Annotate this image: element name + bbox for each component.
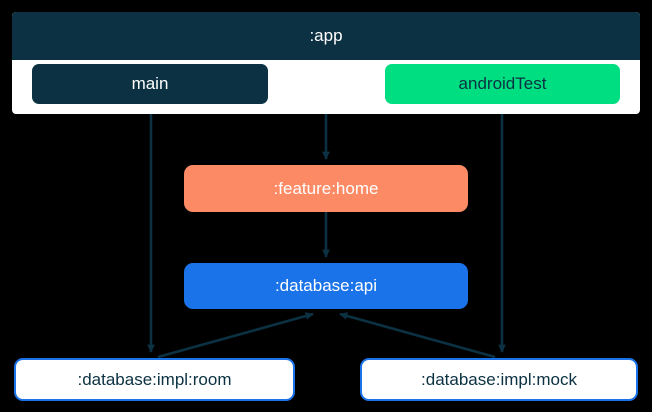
node-main[interactable]: main: [32, 64, 268, 104]
node-database-api-label: :database:api: [274, 276, 378, 295]
node-database-impl-mock-label: :database:impl:mock: [421, 369, 577, 389]
node-androidtest[interactable]: androidTest: [385, 64, 620, 104]
edge-database-impl-mock-to-database-api: [339, 312, 496, 359]
node-main-label: main: [131, 74, 169, 93]
node-database-api[interactable]: :database:api: [184, 263, 468, 309]
node-androidtest-label: androidTest: [458, 74, 547, 93]
node-feature-home[interactable]: :feature:home: [184, 165, 468, 212]
node-database-impl-room[interactable]: :database:impl:room: [14, 358, 295, 401]
node-database-impl-room-label: :database:impl:room: [77, 369, 232, 389]
cluster-app-title: :app: [12, 12, 640, 60]
node-database-impl-mock[interactable]: :database:impl:mock: [360, 358, 638, 401]
edge-database-impl-room-to-database-api: [157, 312, 314, 359]
cluster-app[interactable]: :app main androidTest: [12, 12, 640, 114]
node-feature-home-label: :feature:home: [273, 178, 379, 198]
